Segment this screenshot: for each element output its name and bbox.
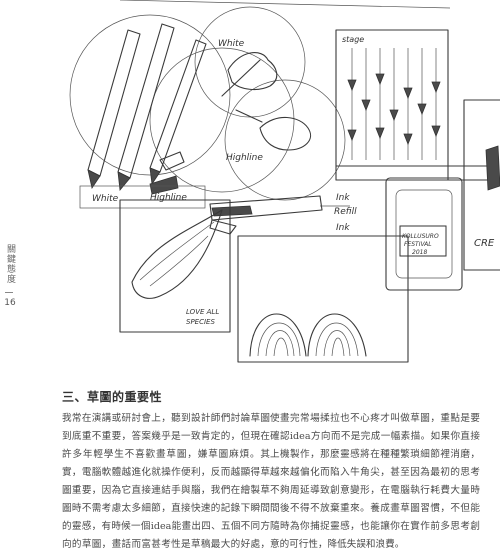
pen-sketch [79,185,350,235]
page-number: 16 [4,298,16,308]
body-column-left: 我常在演講或研討會上，聽到設計師們討論草圖到底重不重要，答案幾乎是一致肯定的，但… [62,413,270,550]
label-white-top: White [218,39,245,49]
right-edge-sketch [463,99,500,271]
chapter-side-label: 關鍵態度 [5,244,15,284]
poster-sketch [119,199,231,333]
sketch-illustration: White Highline stage CRE White Highline … [69,0,500,363]
hand-sketches [221,52,312,151]
label-festival-line2: FESTIVAL [404,241,432,248]
sketch-circles [69,0,451,201]
label-festival-line1: KOLLUSURO [402,233,439,240]
label-cre: CRE [474,238,495,249]
label-highline-left: Highline [150,193,187,203]
arch-sketch [249,313,367,357]
label-festival-line3: 2018 [412,249,427,256]
label-highline-top: Highline [226,153,263,163]
label-stage: stage [342,35,364,44]
stage-sketch [335,29,500,181]
label-poster-line1: LOVE ALL [186,308,219,316]
marker-pens [87,23,207,195]
screen-sketch [237,177,463,363]
body-column-right: 使畫完常場揉拉也不心疼才叫做草圖，重點是要確認idea方向而不是完成一幅素描。如… [270,413,480,550]
label-ink-bottom: Ink [336,223,350,233]
label-refill: Refill [334,207,357,217]
label-poster-line2: SPECIES [186,318,215,326]
label-ink: Ink [336,193,350,203]
side-divider [5,292,13,293]
label-white-left: White [92,194,119,204]
section-heading: 三、草圖的重要性 [62,390,163,404]
